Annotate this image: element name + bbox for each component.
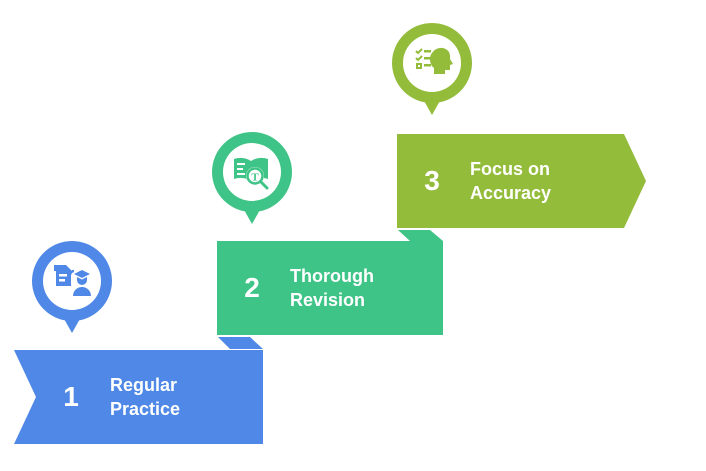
step2-box xyxy=(217,241,443,335)
step3-pin xyxy=(390,23,474,119)
step2-pin: T xyxy=(210,132,294,228)
step1-label: Regular Practice xyxy=(110,373,180,421)
step2-label-line2: Revision xyxy=(290,290,366,310)
step2-label-line1: Thorough xyxy=(290,266,374,286)
checklist-head-icon xyxy=(415,47,453,74)
step3-box xyxy=(397,134,646,228)
step1-box xyxy=(14,350,263,444)
step2-number: 2 xyxy=(244,272,260,303)
step3-label-line2: Accuracy xyxy=(470,183,552,203)
svg-text:T: T xyxy=(251,172,259,184)
step3-label-line1: Focus on xyxy=(470,159,550,179)
step1-connector xyxy=(218,337,263,349)
step1-label-line2: Practice xyxy=(110,399,181,419)
study-document-graduate-icon xyxy=(54,265,91,296)
step1-pin xyxy=(30,241,114,337)
step2-label: Thorough Revision xyxy=(290,264,374,312)
step3-number: 3 xyxy=(424,165,440,196)
step3-label: Focus on Accuracy xyxy=(470,157,551,205)
step2-connector xyxy=(398,230,443,241)
step1-number: 1 xyxy=(63,381,79,412)
step1-label-line1: Regular xyxy=(110,375,178,395)
book-magnifier-icon: T xyxy=(234,157,269,190)
